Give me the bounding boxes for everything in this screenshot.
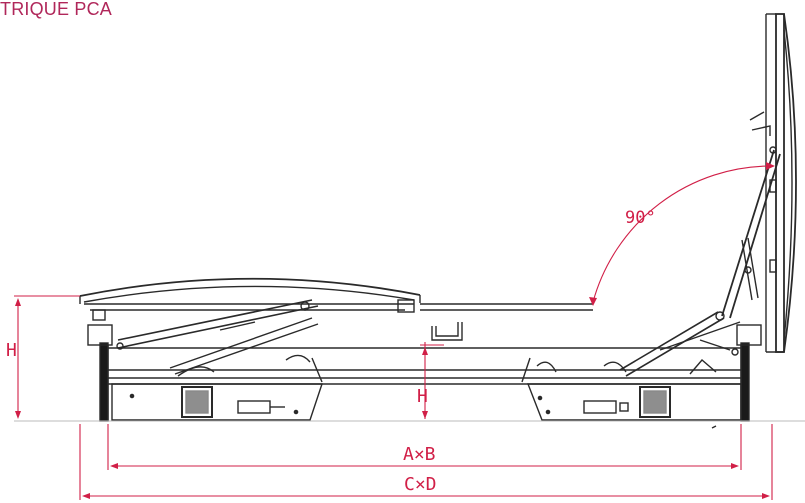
open-lid (765, 13, 797, 353)
opening-angle-label: 90° (625, 208, 656, 228)
outer-size-dimension (79, 424, 773, 500)
left-curb (87, 324, 113, 422)
outer-height-label: H (6, 340, 17, 361)
dimension-lines (14, 162, 805, 500)
centre-gutter (420, 303, 593, 341)
left-actuator-housing (111, 383, 323, 421)
closed-lid (79, 277, 421, 321)
outer-size-label: C×D (404, 474, 437, 495)
inner-size-label: A×B (403, 444, 436, 465)
left-linkage (116, 299, 319, 377)
right-linkage (619, 311, 741, 377)
inner-size-dimension (107, 424, 742, 470)
opening-angle-arc (589, 162, 775, 306)
inner-height-dimension (420, 342, 444, 419)
inner-height-label: H (417, 386, 428, 407)
open-lid-strut (721, 111, 781, 319)
latches (311, 357, 627, 383)
page-title: TRIQUE PCA (0, 0, 113, 19)
outer-height-dimension (14, 295, 100, 422)
hatch-frame (79, 13, 797, 429)
right-actuator-housing (526, 383, 742, 421)
